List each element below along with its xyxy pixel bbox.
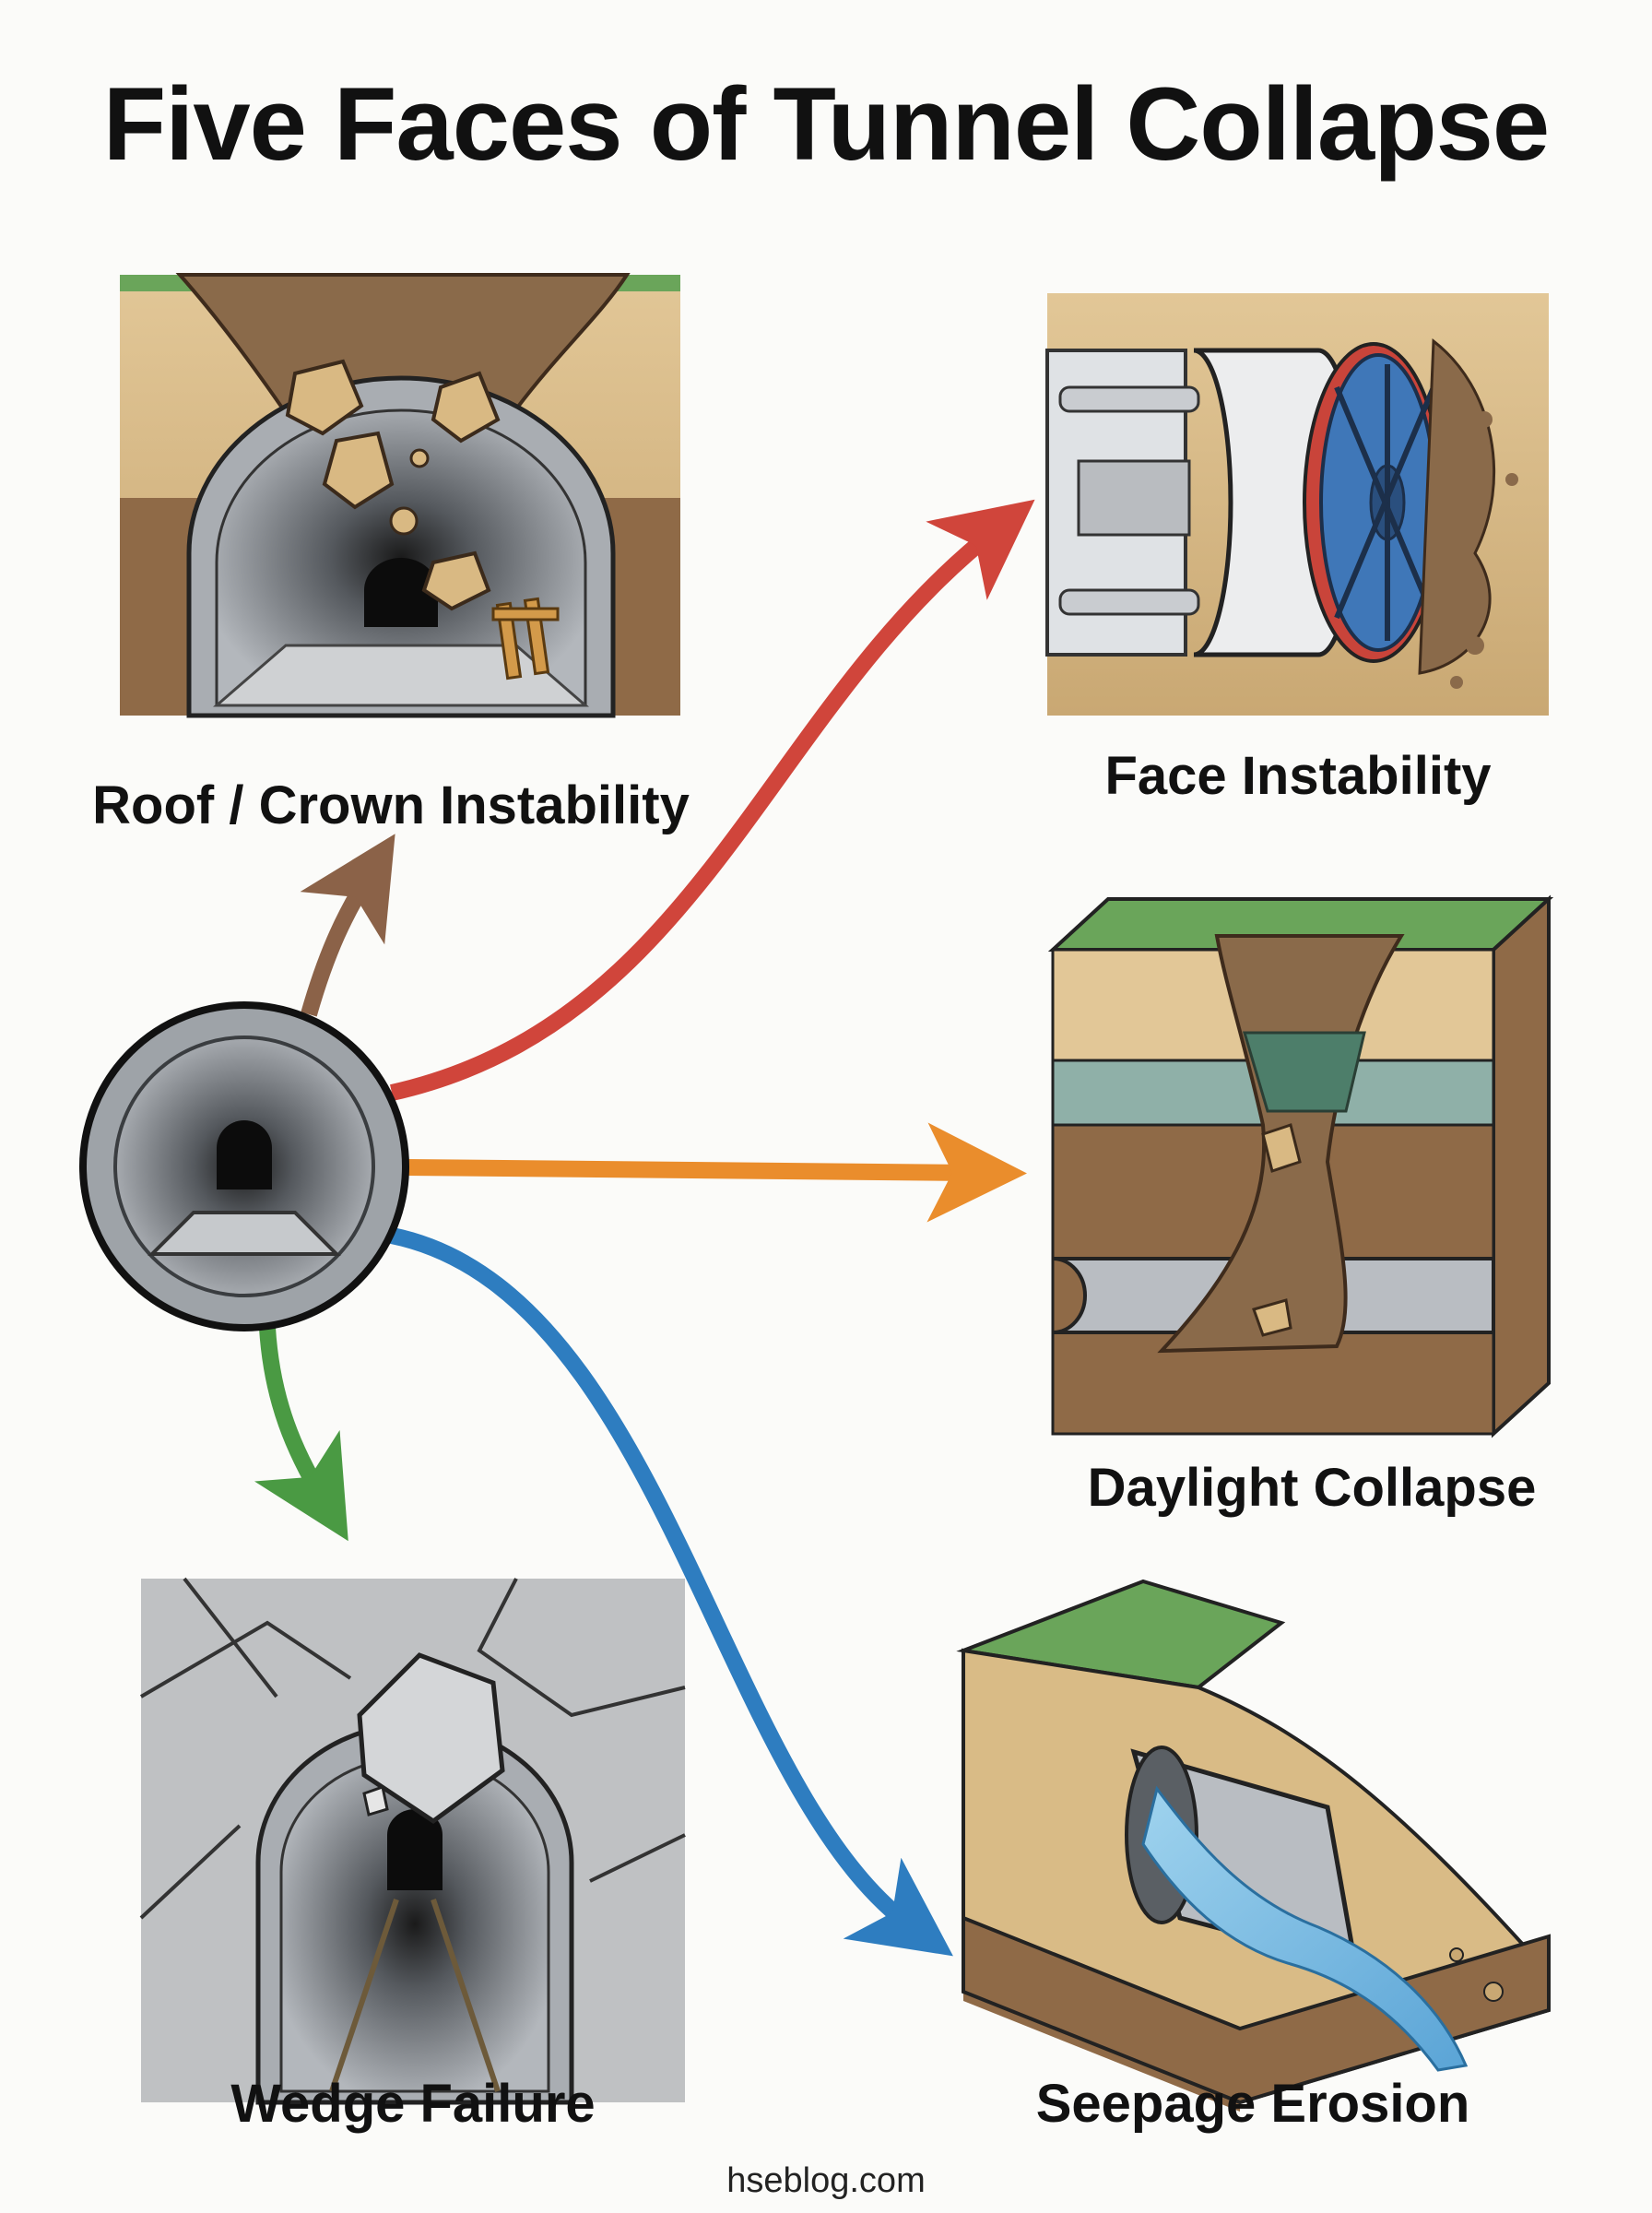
face-arrow [390, 499, 1035, 1101]
daylight-arrow [405, 1122, 1027, 1223]
roof-crown-illustration [120, 273, 680, 718]
seepage-erosion-label: Seepage Erosion [1035, 2074, 1470, 2134]
daylight-collapse-illustration [1047, 894, 1554, 1438]
face-instability-label: Face Instability [1104, 746, 1492, 806]
face-instability-illustration [1045, 293, 1549, 716]
page-title: Five Faces of Tunnel Collapse [102, 66, 1550, 182]
footer-source: hseblog.com [726, 2161, 926, 2200]
wedge-failure-label: Wedge Failure [230, 2074, 596, 2134]
arrows [254, 499, 1035, 1957]
daylight-collapse-label: Daylight Collapse [1087, 1458, 1537, 1518]
seepage-erosion-illustration [956, 1579, 1551, 2112]
wedge-failure-illustration [139, 1577, 686, 2105]
roof-crown-label: Roof / Crown Instability [92, 775, 690, 835]
wedge-arrow [254, 1327, 348, 1542]
seepage-arrow [390, 1227, 953, 1957]
roof-arrow [300, 834, 395, 1017]
center-tunnel-icon [79, 1001, 409, 1331]
